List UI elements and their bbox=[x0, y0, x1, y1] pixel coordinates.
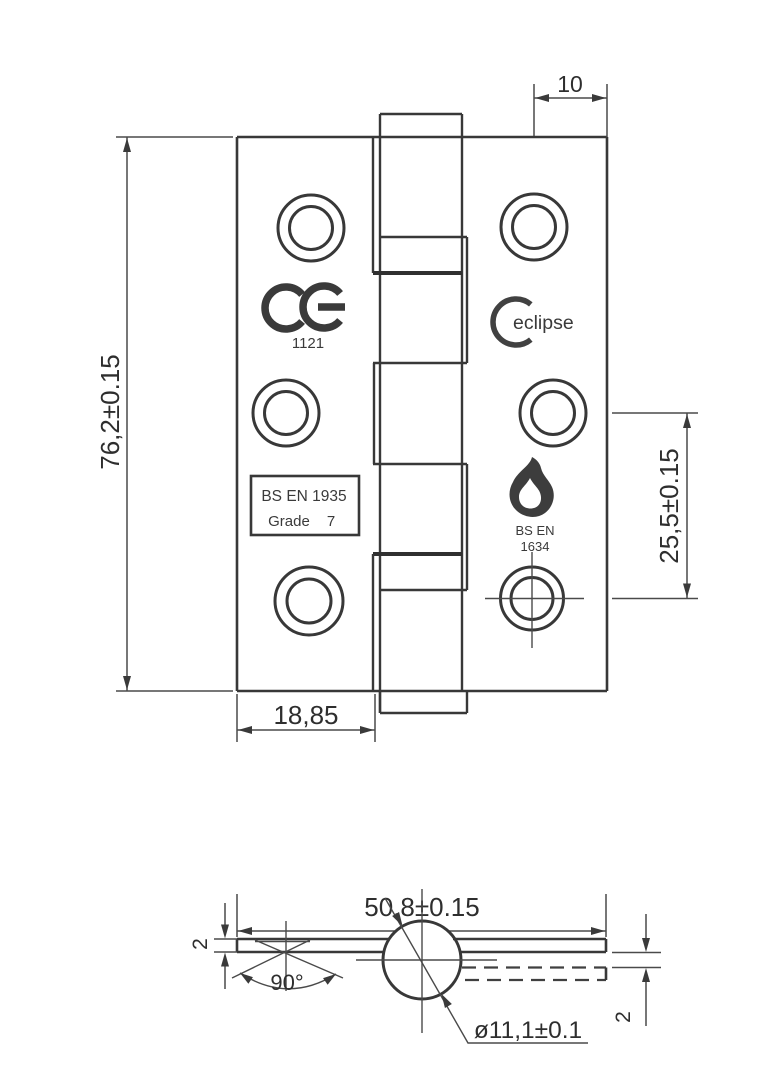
screw-hole bbox=[273, 565, 345, 637]
arrowhead bbox=[123, 676, 131, 690]
arrowhead bbox=[221, 924, 229, 939]
dim-barrel-diameter-label: ø11,1±0.1 bbox=[474, 1017, 582, 1044]
screw-hole bbox=[499, 192, 569, 262]
arrowhead bbox=[123, 138, 131, 152]
dimension-hole-pitch: 25,5±0.15 bbox=[612, 412, 698, 600]
barrel-centerlines bbox=[356, 889, 497, 1033]
ce-number-label: 1121 bbox=[292, 335, 324, 352]
right-leaf-hidden-position bbox=[462, 966, 608, 982]
arrowhead bbox=[323, 974, 336, 985]
screw-hole bbox=[251, 378, 321, 448]
arrowhead bbox=[592, 94, 606, 102]
fire-rating: BS EN 1634 bbox=[509, 457, 555, 554]
crescent-icon bbox=[490, 296, 533, 348]
screw-hole bbox=[288, 205, 334, 251]
arrowhead bbox=[535, 94, 549, 102]
ce-mark-icon: 1121 bbox=[261, 282, 345, 352]
dim-overall-height-label: 76,2±0.15 bbox=[95, 354, 125, 469]
dimension-overall-height: 76,2±0.15 bbox=[95, 136, 233, 692]
dimension-closed-leaf-offset: 2 bbox=[612, 914, 661, 1026]
dim-closed-leaf-offset-label: 2 bbox=[612, 1011, 635, 1023]
arrowhead bbox=[642, 968, 650, 982]
arrowhead bbox=[591, 927, 605, 935]
hinge-leaf-outline bbox=[235, 135, 609, 693]
arrowhead bbox=[238, 726, 252, 734]
dimension-top-offset: 10 bbox=[533, 71, 608, 137]
diameter-leader bbox=[384, 897, 588, 1044]
front-view: 10 76,2±0.15 25,5±0.15 18,85 bbox=[95, 71, 698, 742]
hinge-barrel bbox=[371, 112, 469, 715]
grade-box-border bbox=[249, 474, 361, 537]
dim-leaf-thickness-label: 2 bbox=[189, 938, 212, 950]
fire-standard-line2: 1634 bbox=[521, 539, 550, 554]
dim-countersink-angle-label: 90° bbox=[270, 970, 303, 995]
left-leaf-section: 90° bbox=[231, 921, 392, 995]
brand-logo-label: eclipse bbox=[513, 312, 574, 334]
hole-centerlines bbox=[485, 552, 584, 648]
arrowhead bbox=[683, 414, 691, 428]
right-leaf-section bbox=[453, 937, 608, 954]
arrowhead bbox=[221, 952, 229, 967]
arrowhead bbox=[683, 583, 691, 598]
screw-hole bbox=[276, 193, 346, 263]
grade-label: Grade bbox=[268, 513, 310, 530]
screw-holes bbox=[251, 192, 588, 648]
brand-logo: eclipse bbox=[490, 296, 574, 348]
section-view: 50,8±0.15 90° 2 bbox=[189, 889, 661, 1044]
screw-hole bbox=[518, 378, 588, 448]
arrowhead bbox=[360, 726, 374, 734]
dim-hole-pitch-label: 25,5±0.15 bbox=[654, 448, 684, 563]
countersink-profile bbox=[231, 939, 344, 979]
standard-label: BS EN 1935 bbox=[261, 488, 346, 505]
screw-hole bbox=[530, 390, 576, 436]
standard-grade-box: BS EN 1935 Grade 7 bbox=[249, 474, 361, 537]
flame-inner-cutout bbox=[519, 478, 542, 509]
dimension-barrel-diameter: ø11,1±0.1 bbox=[384, 897, 588, 1044]
arrowhead bbox=[642, 938, 650, 952]
dimension-leaf-thickness: 2 bbox=[189, 903, 237, 989]
screw-hole bbox=[511, 204, 557, 250]
dimension-leaf-width: 18,85 bbox=[236, 694, 376, 742]
screw-hole bbox=[285, 577, 333, 625]
dim-leaf-width-label: 18,85 bbox=[273, 700, 338, 730]
arrowhead bbox=[240, 973, 253, 984]
arrowhead bbox=[392, 911, 403, 927]
arrowhead bbox=[238, 927, 252, 935]
grade-value: 7 bbox=[327, 513, 335, 530]
screw-hole bbox=[263, 390, 309, 436]
fire-standard-line1: BS EN bbox=[515, 523, 554, 538]
arrowhead bbox=[441, 993, 452, 1009]
dim-top-offset-label: 10 bbox=[557, 71, 583, 97]
